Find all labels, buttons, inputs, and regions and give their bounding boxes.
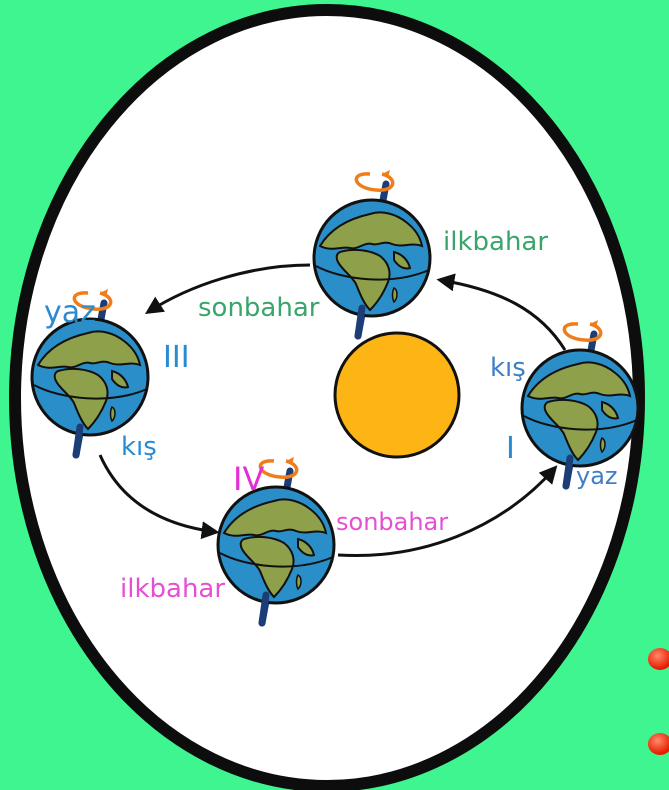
label-I-before: kış — [490, 353, 526, 383]
red-dot-icon — [648, 733, 669, 755]
label-IV-numeral: IV — [233, 460, 264, 498]
label-III-numeral: III — [163, 340, 190, 375]
label-IV-after: sonbahar — [336, 508, 448, 536]
earth-globe-icon — [218, 487, 334, 603]
label-II-before: sonbahar — [198, 293, 320, 323]
label-I-numeral: I — [506, 431, 515, 466]
earth-globe-icon — [32, 319, 148, 435]
earth-globe-icon — [522, 350, 638, 466]
label-III-before: yaz — [44, 295, 96, 330]
label-IV-before: ilkbahar — [120, 574, 225, 604]
sun-icon — [335, 333, 459, 457]
label-III-after: kış — [121, 432, 157, 462]
label-I-after: yaz — [576, 462, 618, 490]
label-II-after: ilkbahar — [443, 227, 548, 257]
red-dot-icon — [648, 648, 669, 670]
earth-globe-icon — [314, 200, 430, 316]
